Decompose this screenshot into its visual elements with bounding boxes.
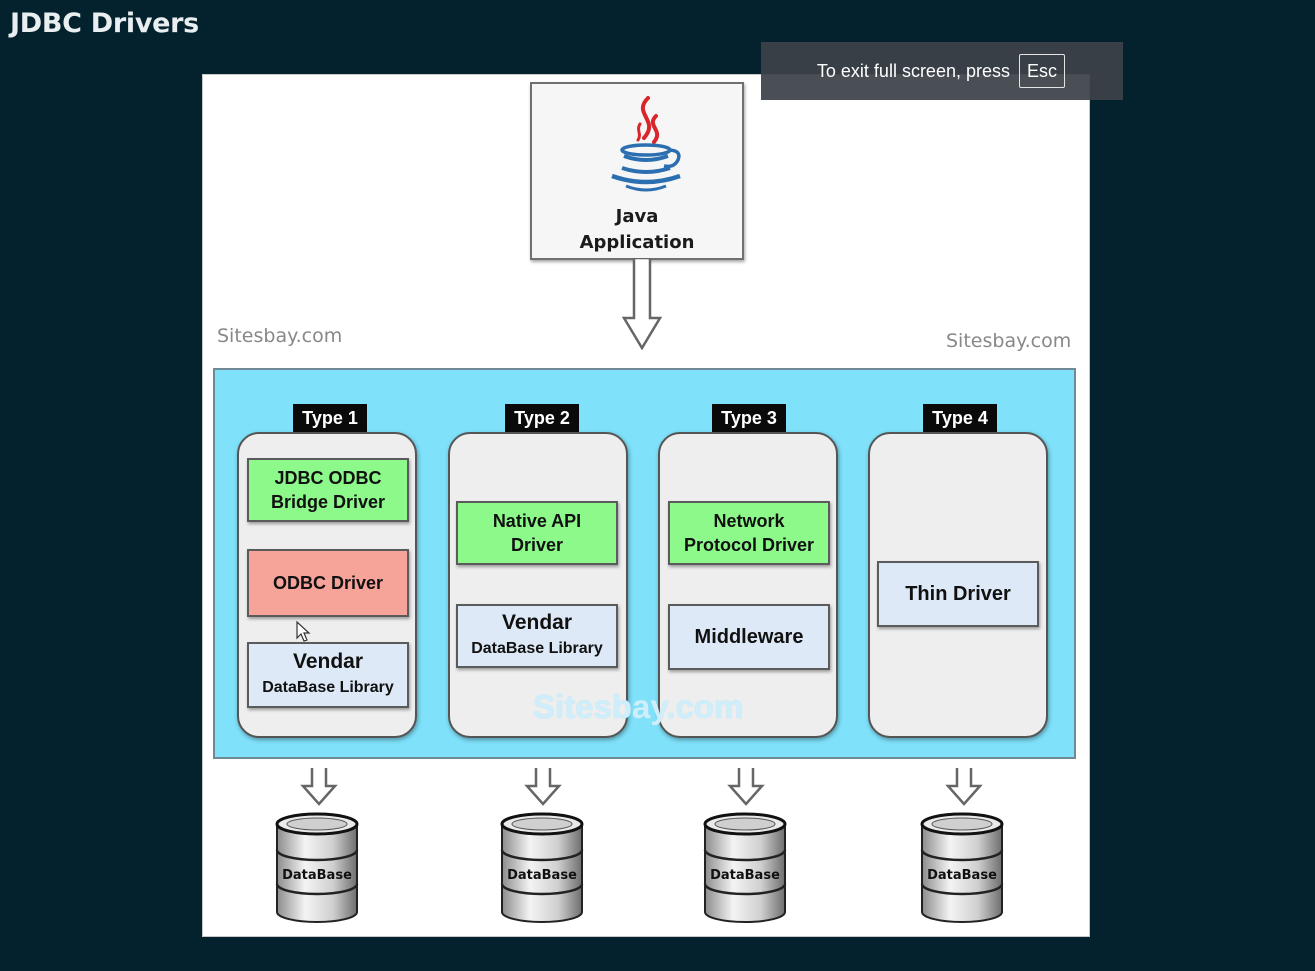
mouse-cursor-icon: [296, 621, 311, 642]
jdbc-odbc-bridge-driver-box: JDBC ODBC Bridge Driver: [247, 458, 409, 522]
fullscreen-exit-banner: To exit full screen, press Esc: [761, 42, 1123, 100]
type-3-column: [658, 432, 838, 738]
down-arrow-icon: [524, 768, 562, 806]
java-cup-icon: [611, 96, 681, 192]
type-4-label: Type 4: [923, 404, 997, 432]
network-protocol-driver-box: Network Protocol Driver: [668, 501, 830, 565]
watermark-left: Sitesbay.com: [217, 325, 343, 347]
type-2-label: Type 2: [505, 404, 579, 432]
database-icon: [500, 812, 584, 923]
watermark-center: Sitesbay.com: [533, 688, 744, 725]
vendor-database-library-box: Vendar DataBase Library: [456, 604, 618, 668]
type-1-label: Type 1: [293, 404, 367, 432]
esc-key-hint: Esc: [1018, 54, 1065, 88]
database-cylinder: DataBase: [274, 812, 360, 924]
down-arrow-icon: [727, 768, 765, 806]
type-2-column: [448, 432, 628, 738]
database-label: DataBase: [710, 868, 780, 883]
native-api-driver-box: Native API Driver: [456, 501, 618, 565]
database-library-label: DataBase Library: [262, 679, 394, 696]
java-application-label: Java Application: [579, 206, 695, 253]
vendor-database-library-box: Vendar DataBase Library: [247, 642, 409, 708]
down-arrow-icon: [622, 258, 662, 350]
database-cylinder: DataBase: [702, 812, 788, 924]
vendor-label: Vendar: [292, 650, 364, 673]
thin-driver-box: Thin Driver: [877, 561, 1039, 627]
middleware-box: Middleware: [668, 604, 830, 670]
database-icon: [703, 812, 787, 923]
database-cylinder: DataBase: [919, 812, 1005, 924]
odbc-driver-box: ODBC Driver: [247, 549, 409, 617]
watermark-right: Sitesbay.com: [946, 330, 1072, 352]
type-3-label: Type 3: [712, 404, 786, 432]
java-application-box: Java Application: [530, 82, 744, 260]
database-label: DataBase: [282, 868, 352, 883]
database-cylinder: DataBase: [499, 812, 585, 924]
database-label: DataBase: [927, 868, 997, 883]
database-label: DataBase: [507, 868, 577, 883]
vendor-label: Vendar: [501, 611, 573, 634]
database-icon: [920, 812, 1004, 923]
page-title: JDBC Drivers: [10, 8, 199, 39]
down-arrow-icon: [945, 768, 983, 806]
database-library-label: DataBase Library: [471, 640, 603, 657]
database-icon: [275, 812, 359, 923]
fullscreen-exit-message: To exit full screen, press: [816, 60, 1010, 81]
down-arrow-icon: [300, 768, 338, 806]
